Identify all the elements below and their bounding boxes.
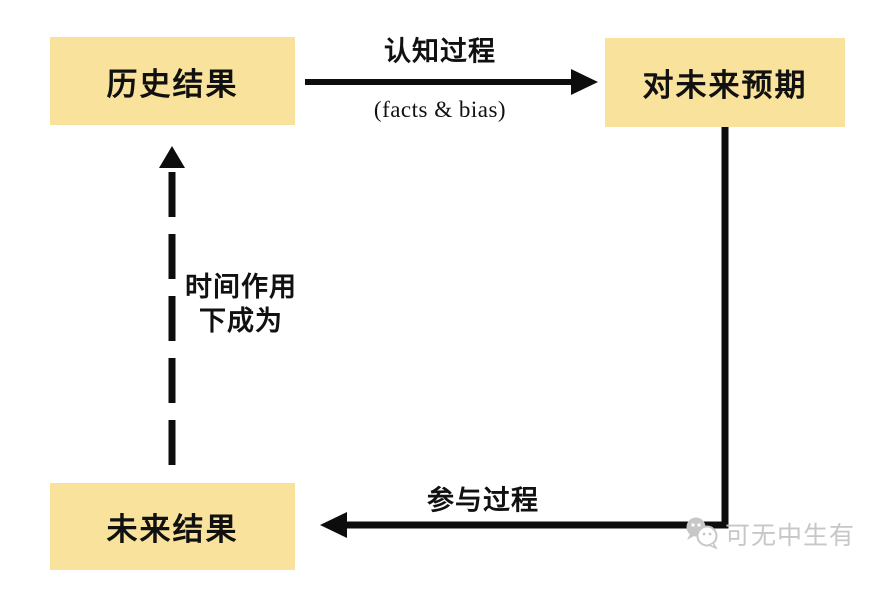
time-dashed-arrow [159, 146, 185, 465]
time-edge-label-line1: 时间作用 [185, 272, 297, 302]
participation-edge-label: 参与过程 [427, 485, 539, 516]
participation-arrow [320, 127, 729, 538]
node-history-results-label: 历史结果 [106, 66, 239, 102]
watermark: 可无中生有 [684, 516, 855, 552]
cognition-edge-label: 认知过程 [384, 36, 496, 67]
node-history-results: 历史结果 [50, 37, 295, 125]
node-future-expectation: 对未来预期 [605, 38, 845, 127]
node-future-results-label: 未来结果 [106, 512, 239, 547]
cognition-edge-sublabel: (facts & bias) [373, 97, 507, 122]
chat-faces-icon [686, 517, 718, 550]
node-future-results: 未来结果 [50, 483, 295, 570]
cognition-arrow [305, 69, 598, 95]
node-future-expectation-label: 对未来预期 [642, 68, 808, 103]
watermark-text: 可无中生有 [725, 523, 856, 550]
time-edge-label-line2: 下成为 [199, 306, 283, 336]
time-edge-label: 时间作用 下成为 [185, 270, 297, 338]
